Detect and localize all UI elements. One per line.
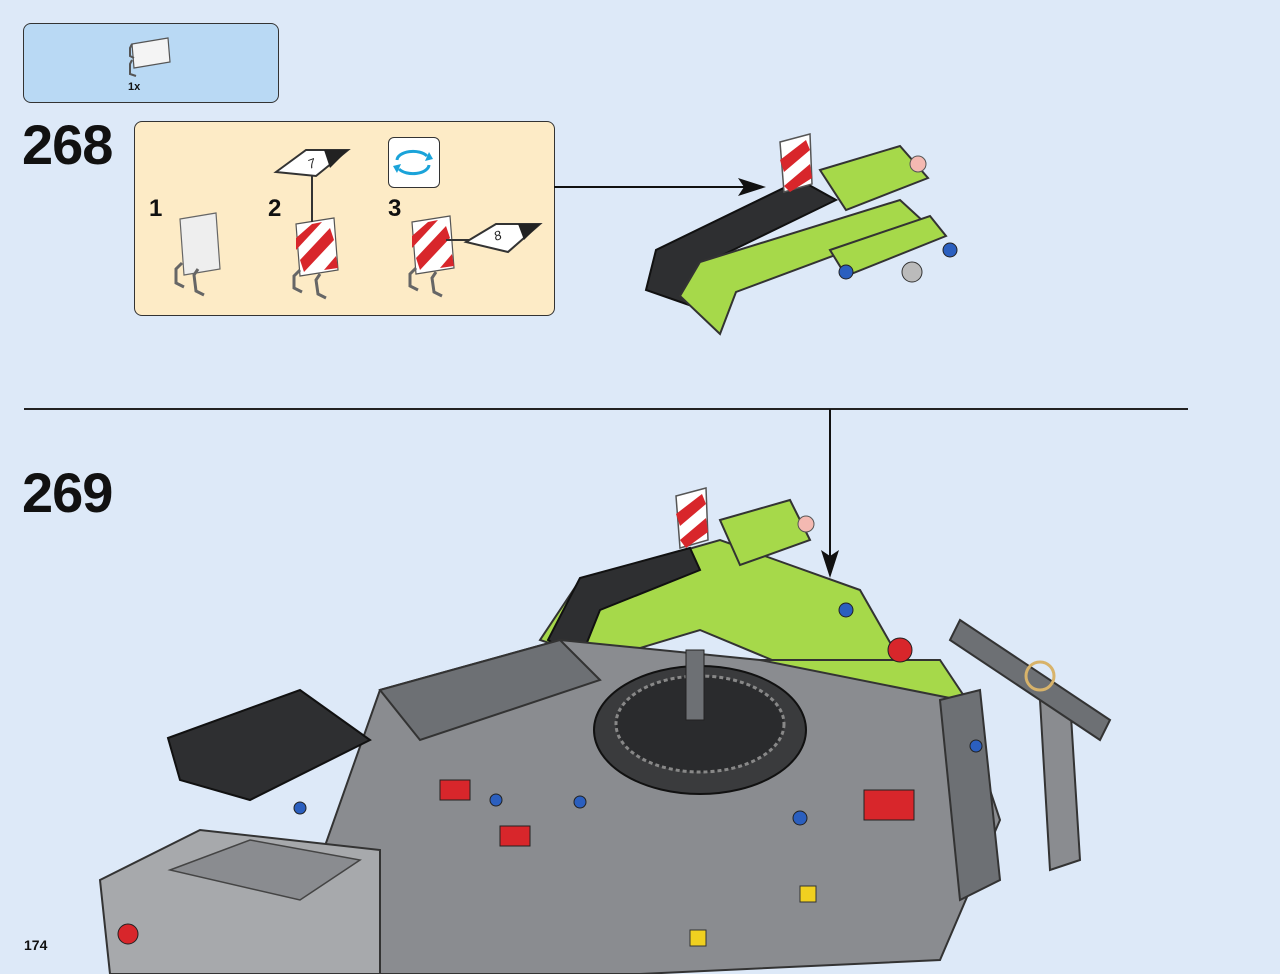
substep-label-2: 2 [268,195,282,222]
parts-quantity: 1x [128,81,141,93]
rotate-icon-box [388,137,440,188]
step-number-269: 269 [22,461,113,524]
page-number: 174 [24,937,48,953]
step-number-268: 268 [22,113,113,176]
step-divider-line [24,408,1188,410]
substep-box [134,121,555,316]
substep-label-3: 3 [388,195,402,222]
substep-label-1: 1 [149,195,163,222]
parts-callout-box [23,23,279,103]
